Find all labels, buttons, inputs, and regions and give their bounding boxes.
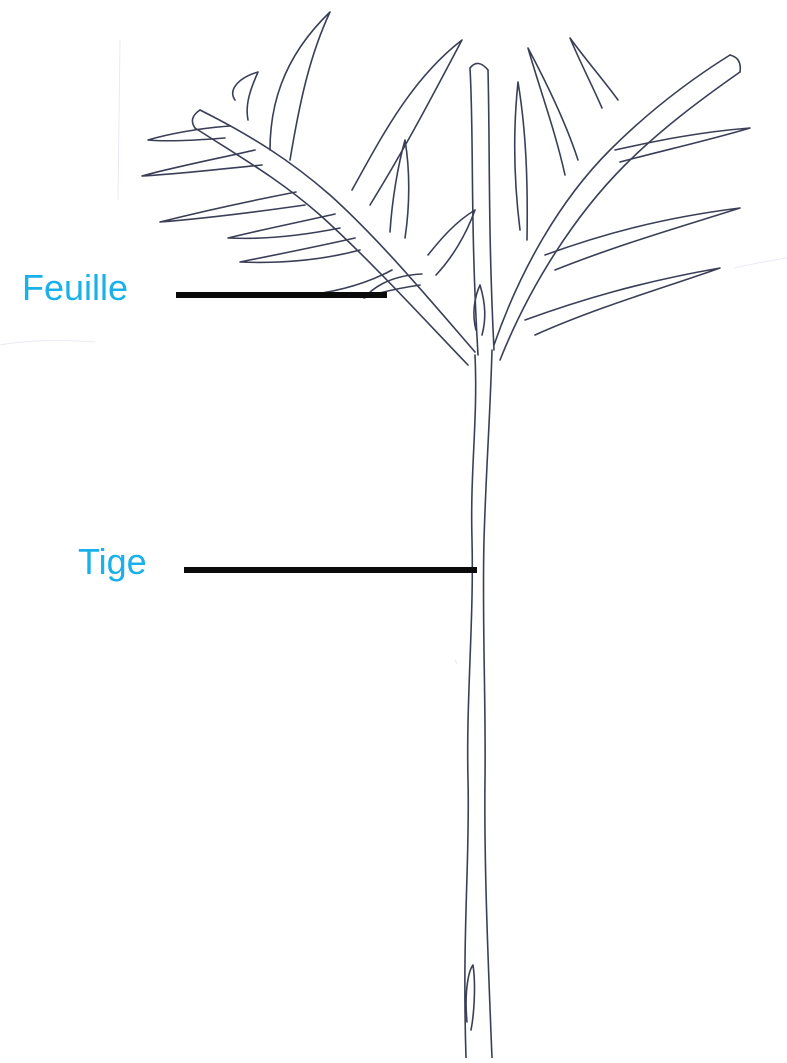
stem-outline-right (483, 350, 492, 1058)
stem-base-bud (466, 965, 474, 1030)
leaf-l2a (142, 150, 262, 176)
left-branch-bottom (195, 128, 468, 365)
leaf-upleft-a (270, 12, 330, 160)
leaf-r6 (525, 268, 720, 335)
left-branch-tip (192, 110, 200, 128)
stem-label: Tige (78, 542, 147, 582)
leaf-l1a (148, 126, 230, 141)
leaf-mid-b (428, 210, 475, 275)
plant-stroke (142, 12, 750, 1058)
central-shoot-right (488, 70, 494, 350)
stem-leader-line (184, 567, 477, 573)
leaf-upleft-b (352, 40, 462, 205)
leaf-l3a (160, 192, 305, 222)
leaf-l1b (233, 72, 258, 120)
central-shoot-tip (470, 63, 488, 70)
leaf-r3 (570, 38, 618, 108)
stem-outline-left (465, 355, 476, 1058)
leaf-r1 (515, 82, 528, 240)
right-branch-top (494, 55, 730, 345)
right-branch-tip (730, 55, 740, 72)
leaf-r2 (528, 48, 578, 175)
leaf-leader-line (176, 292, 387, 298)
leaf-r4 (615, 128, 750, 162)
leaf-l4b (240, 238, 360, 262)
leaf-r5 (545, 208, 740, 270)
leaf-label: Feuille (22, 268, 128, 308)
